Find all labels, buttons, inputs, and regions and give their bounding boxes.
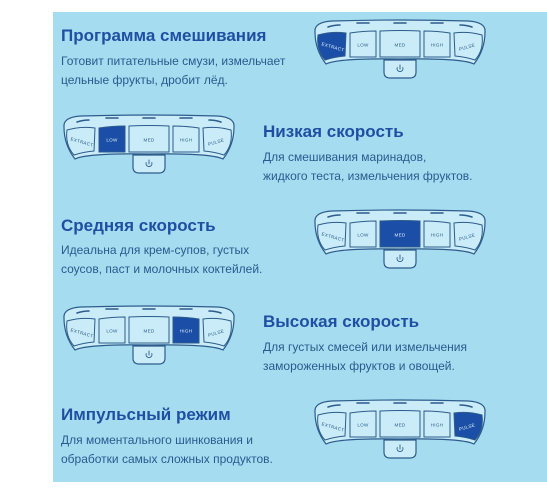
mode-title-pulse: Импульсный режим [61,405,231,424]
key-label: EXTRACT [321,421,345,432]
desc-line: Для густых смесей или измельчения [263,340,467,354]
key-label: HIGH [431,43,444,48]
power-icon [145,159,153,167]
key-high [423,30,451,58]
key-med [379,410,421,438]
key-label: HIGH [180,138,193,143]
key-label: PULSE [207,137,224,146]
indicator-led [76,310,90,314]
key-extract [66,317,96,347]
power-icon [145,350,153,358]
key-label: LOW [357,43,369,48]
power-icon [396,64,404,72]
key-label: HIGH [431,233,444,238]
power-icon [396,444,404,452]
key-med [379,220,421,248]
key-high [423,220,451,248]
mode-desc-high: Для густых смесей или измельчения заморо… [263,338,467,376]
key-med [379,30,421,58]
key-low [349,220,377,248]
key-high [172,316,200,344]
indicator-led [208,310,222,314]
key-label: MED [143,329,154,334]
mode-title-blend: Программа смешивания [61,26,267,45]
key-label: EXTRACT [70,136,94,147]
desc-line: Идеальна для крем-супов, густых [61,243,250,257]
key-label: EXTRACT [321,41,345,52]
control-panel-med: EXTRACT LOW MED HIGH PULSE [314,209,486,269]
desc-line: Для смешивания маринадов, [263,150,427,164]
indicator-led [76,119,90,123]
key-label: MED [143,138,154,143]
key-label: MED [394,423,405,428]
key-label: HIGH [431,423,444,428]
indicator-led [327,404,341,408]
desc-line: замороженных фруктов и овощей. [263,359,455,373]
desc-line: Готовит питательные смузи, измельчает [61,54,286,68]
key-label: LOW [106,138,118,143]
key-label: LOW [357,233,369,238]
key-extract [317,221,347,251]
key-pulse [202,317,232,347]
control-panel-pulse: EXTRACT LOW MED HIGH PULSE [314,399,486,459]
key-extract [317,31,347,61]
key-label: LOW [106,329,118,334]
key-extract [66,126,96,156]
key-label: PULSE [458,232,475,241]
key-label: MED [394,43,405,48]
control-panel-high: EXTRACT LOW MED HIGH PULSE [63,305,235,365]
indicator-led [208,119,222,123]
desc-line: соусов, паст и молочных коктейлей. [61,262,263,276]
key-low [349,410,377,438]
key-low [98,125,126,153]
mode-title-low: Низкая скорость [263,122,404,141]
key-pulse [202,126,232,156]
control-panel-low: EXTRACT LOW MED HIGH PULSE [63,114,235,174]
key-high [423,410,451,438]
key-label: PULSE [458,422,475,431]
mode-desc-med: Идеальна для крем-супов, густых соусов, … [61,241,262,279]
mode-title-high: Высокая скорость [263,312,420,331]
key-med [128,125,170,153]
mode-title-med: Средняя скорость [61,216,216,235]
desc-line: жидкого теста, измельчения фруктов. [263,169,473,183]
key-label: MED [394,233,405,238]
control-panel-blend: EXTRACT LOW MED HIGH PULSE [314,19,486,79]
power-icon [396,254,404,262]
key-low [98,316,126,344]
key-label: PULSE [207,328,224,337]
key-low [349,30,377,58]
key-label: EXTRACT [70,327,94,338]
desc-line: обработки самых сложных продуктов. [61,452,273,466]
key-pulse [453,31,483,61]
desc-line: Для моментального шинкования и [61,433,253,447]
indicator-led [327,214,341,218]
key-high [172,125,200,153]
key-label: PULSE [458,42,475,51]
indicator-led [459,214,473,218]
key-pulse [453,411,483,441]
key-label: LOW [357,423,369,428]
mode-desc-blend: Готовит питательные смузи, измельчает це… [61,52,285,90]
mode-desc-low: Для смешивания маринадов, жидкого теста,… [263,148,472,186]
key-pulse [453,221,483,251]
indicator-led [459,24,473,28]
key-label: EXTRACT [321,231,345,242]
desc-line: цельные фрукты, дробит лёд. [61,73,228,87]
key-extract [317,411,347,441]
indicator-led [459,404,473,408]
mode-desc-pulse: Для моментального шинкования и обработки… [61,431,273,469]
key-label: HIGH [180,329,193,334]
key-med [128,316,170,344]
indicator-led [327,24,341,28]
